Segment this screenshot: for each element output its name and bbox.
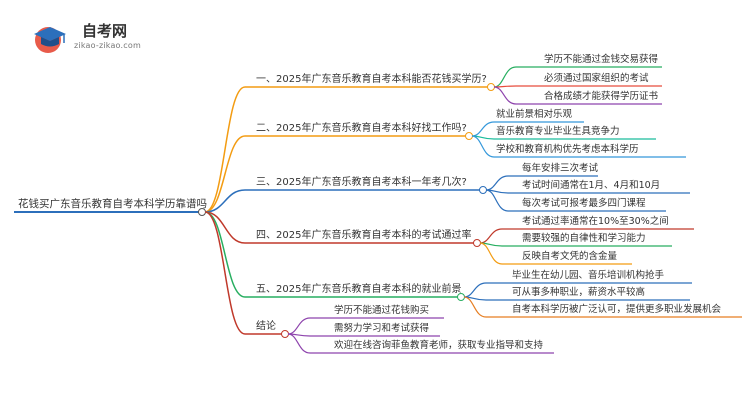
leaf-2-3-label: 学校和教育机构优先考虑本科学历	[496, 144, 639, 155]
leaf-4-3-label: 反映自考文凭的含金量	[522, 251, 618, 262]
leaf-6-3-label: 欢迎在线咨询菲鱼教育老师，获取专业指导和支持	[334, 340, 544, 351]
edge-root-branch-1	[204, 86, 246, 213]
leaf-6-2-label: 需努力学习和考试获得	[334, 323, 430, 334]
leaf-2-2-label: 音乐教育专业毕业生具竞争力	[496, 126, 620, 137]
leaf-5-3-label: 自考本科学历被广泛认可，提供更多职业发展机会	[512, 304, 722, 315]
edge-root-branch-6	[204, 211, 246, 335]
edge-branch-4-leaf-3	[479, 242, 503, 265]
edge-root-branch-5	[204, 211, 246, 298]
branch-6-dot	[281, 330, 289, 338]
edge-branch-6-leaf-3	[287, 333, 311, 354]
edge-branch-5-leaf-1	[463, 282, 487, 298]
edge-branch-1-leaf-3	[493, 86, 517, 105]
leaf-3-1-label: 每年安排三次考试	[522, 163, 599, 174]
edge-branch-1-leaf-1	[493, 66, 517, 88]
leaf-1-3-label: 合格成绩才能获得学历证书	[544, 91, 659, 102]
leaf-5-1-label: 毕业生在幼儿园、音乐培训机构抢手	[512, 270, 665, 281]
logo-brand-text: 自考网	[82, 22, 128, 40]
leaf-3-2-label: 考试时间通常在1月、4月和10月	[522, 180, 661, 191]
edge-branch-3-leaf-1	[485, 175, 509, 191]
leaf-6-1-label: 学历不能通过花钱购买	[334, 305, 430, 316]
root-node-label: 花钱买广东音乐教育自考本科学历靠谱吗	[18, 198, 207, 210]
branch-3-label: 三、2025年广东音乐教育自考本科一年考几次?	[256, 177, 467, 188]
branch-3-dot	[479, 186, 487, 194]
branch-4-dot	[473, 239, 481, 247]
leaf-5-2-label: 可从事多种职业，薪资水平较高	[512, 287, 646, 298]
edge-branch-4-leaf-1	[479, 228, 503, 244]
graduation-cap-icon	[34, 27, 66, 53]
branch-1-label: 一、2025年广东音乐教育自考本科能否花钱买学历?	[256, 74, 487, 85]
branch-4-label: 四、2025年广东音乐教育自考本科的考试通过率	[256, 230, 472, 241]
logo-url-text: zikao-zikao.com	[74, 41, 141, 50]
edge-branch-3-leaf-3	[485, 189, 509, 212]
leaf-4-1-label: 考试通过率通常在10%至30%之间	[522, 216, 669, 227]
leaf-1-2-label: 必须通过国家组织的考试	[544, 73, 649, 84]
leaf-2-1-label: 就业前景相对乐观	[496, 109, 573, 120]
edge-branch-6-leaf-1	[287, 317, 311, 335]
leaf-1-1-label: 学历不能通过金钱交易获得	[544, 54, 659, 65]
edge-branch-5-leaf-3	[463, 296, 487, 318]
branch-6-label: 结论	[256, 321, 276, 332]
leaf-4-2-label: 需要较强的自律性和学习能力	[522, 233, 646, 244]
edge-branch-2-leaf-3	[471, 135, 495, 158]
edge-root-branch-4	[204, 211, 246, 244]
branch-5-label: 五、2025年广东音乐教育自考本科的就业前景	[256, 284, 462, 295]
edge-root-branch-2	[204, 135, 246, 213]
leaf-3-3-label: 每次考试可报考最多四门课程	[522, 198, 646, 209]
edge-branch-2-leaf-1	[471, 121, 495, 137]
branch-1-dot	[487, 83, 495, 91]
site-logo[interactable]: 自考网 zikao-zikao.com	[30, 18, 170, 60]
edge-root-branch-3	[204, 189, 246, 213]
branch-2-label: 二、2025年广东音乐教育自考本科好找工作吗?	[256, 123, 467, 134]
